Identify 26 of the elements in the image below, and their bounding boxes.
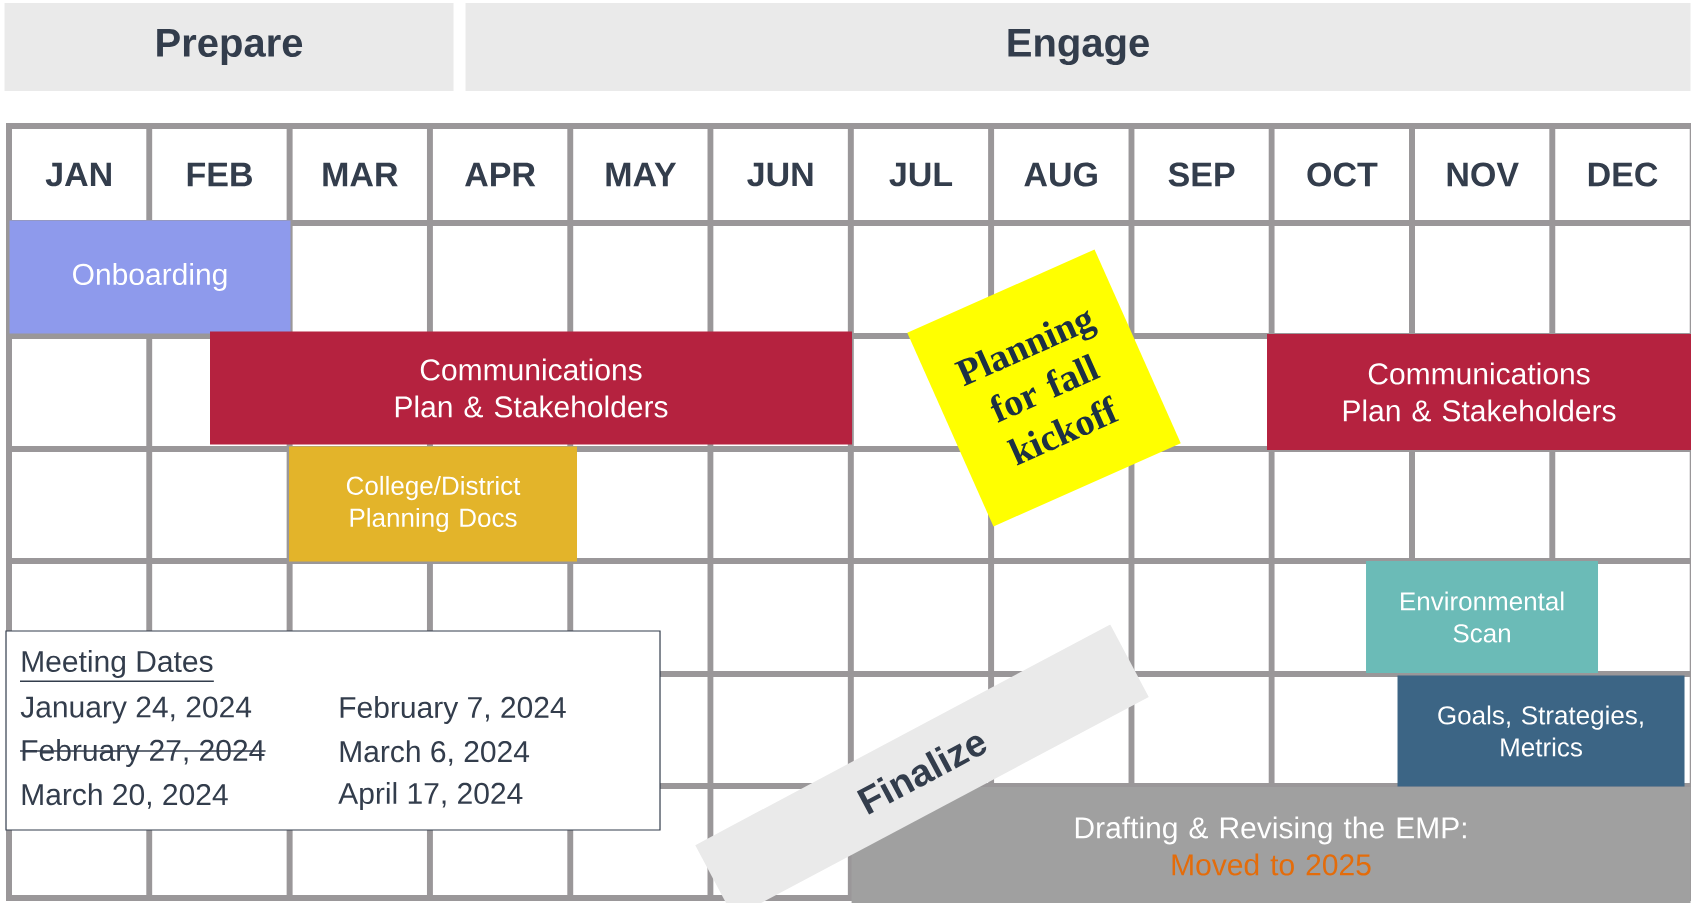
date-text: February 7, 2024 (340, 696, 566, 724)
month-label: JAN (45, 162, 111, 187)
task-bar: Communications Plan & Stakeholders (210, 331, 852, 445)
month-label: MAR (323, 162, 398, 187)
date-text: April 17, 2024 (338, 782, 523, 810)
month-label: JUL (889, 162, 953, 187)
task-bar: Environmental Scan (1366, 561, 1598, 673)
task-bar: College/District Planning Docs (289, 446, 577, 562)
month-label: AUG (1024, 162, 1097, 187)
phase-band: Engage (465, 3, 1691, 91)
month-label: SEP (1168, 162, 1235, 187)
month-label: MAY (606, 162, 677, 187)
underlined-heading: Meeting Dates (19, 650, 215, 682)
date-text: March 20, 2024 (22, 783, 228, 809)
month-label: FEB (187, 162, 252, 187)
month-label: NOV (1447, 162, 1519, 187)
date-text: January 24, 2024 (20, 696, 252, 724)
date-text: March 6, 2024 (340, 740, 530, 766)
task-bar: Goals, Strategies, Metrics (1397, 675, 1685, 787)
month-label: APR (465, 162, 536, 187)
month-label: DEC (1588, 162, 1658, 187)
task-bar: Communications Plan & Stakeholders (1267, 334, 1691, 450)
month-label: JUN (747, 162, 813, 187)
phase-band: Prepare (4, 3, 454, 91)
month-label: OCT (1307, 162, 1378, 187)
task-bar: Onboarding (9, 220, 291, 334)
